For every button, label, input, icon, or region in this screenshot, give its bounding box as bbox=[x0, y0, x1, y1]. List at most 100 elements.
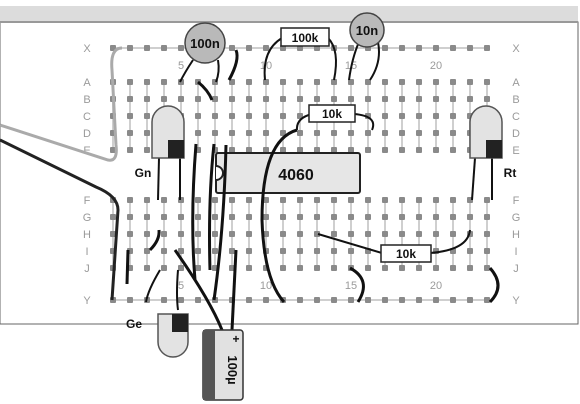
hole bbox=[297, 231, 303, 237]
resistor-100k: 100k bbox=[263, 27, 337, 81]
capacitor-100n: 100n bbox=[179, 22, 226, 83]
electrolytic-plus-sign: + bbox=[232, 332, 239, 346]
hole bbox=[467, 214, 473, 220]
hole bbox=[399, 147, 405, 153]
hole bbox=[399, 113, 405, 119]
hole bbox=[229, 45, 235, 51]
hole bbox=[365, 79, 371, 85]
hole bbox=[416, 197, 422, 203]
hole bbox=[348, 214, 354, 220]
hole bbox=[161, 214, 167, 220]
hole-grid bbox=[110, 45, 490, 303]
jumper-wire bbox=[212, 144, 228, 301]
hole bbox=[433, 214, 439, 220]
hole bbox=[178, 45, 184, 51]
hole bbox=[246, 113, 252, 119]
hole bbox=[229, 197, 235, 203]
led-red-label: Rt bbox=[504, 166, 517, 180]
jumper-wire bbox=[230, 249, 238, 331]
hole bbox=[229, 113, 235, 119]
hole bbox=[399, 197, 405, 203]
resistor-10k-lower-label: 10k bbox=[396, 247, 416, 261]
hole bbox=[467, 265, 473, 271]
hole bbox=[331, 265, 337, 271]
row-label-left: C bbox=[83, 111, 91, 123]
hole bbox=[178, 214, 184, 220]
hole bbox=[195, 130, 201, 136]
hole bbox=[246, 297, 252, 303]
hole bbox=[433, 147, 439, 153]
hole bbox=[144, 231, 150, 237]
hole bbox=[382, 197, 388, 203]
hole bbox=[382, 113, 388, 119]
hole bbox=[178, 297, 184, 303]
hole bbox=[399, 130, 405, 136]
hole bbox=[348, 96, 354, 102]
column-number-top: 10 bbox=[260, 60, 272, 72]
hole bbox=[433, 130, 439, 136]
hole bbox=[297, 79, 303, 85]
hole bbox=[314, 79, 320, 85]
jumper-wire bbox=[349, 266, 365, 303]
hole bbox=[161, 197, 167, 203]
hole bbox=[229, 265, 235, 271]
hole bbox=[280, 197, 286, 203]
hole bbox=[416, 214, 422, 220]
hole bbox=[382, 231, 388, 237]
hole bbox=[450, 214, 456, 220]
jumper-wire bbox=[125, 249, 130, 285]
jumper-wire bbox=[260, 128, 298, 304]
hole bbox=[484, 197, 490, 203]
row-label-right: Y bbox=[512, 295, 520, 307]
hole bbox=[246, 147, 252, 153]
hole bbox=[484, 45, 490, 51]
hole bbox=[416, 96, 422, 102]
led-green: Gn bbox=[135, 105, 185, 201]
hole bbox=[229, 248, 235, 254]
hole bbox=[246, 214, 252, 220]
hole bbox=[433, 113, 439, 119]
hole bbox=[433, 265, 439, 271]
hole bbox=[331, 96, 337, 102]
column-number-top: 20 bbox=[430, 60, 442, 72]
hole bbox=[416, 79, 422, 85]
hole bbox=[263, 197, 269, 203]
hole bbox=[229, 130, 235, 136]
hole bbox=[280, 248, 286, 254]
hole bbox=[263, 231, 269, 237]
hole bbox=[348, 130, 354, 136]
hole bbox=[382, 147, 388, 153]
hole bbox=[246, 130, 252, 136]
hole bbox=[314, 265, 320, 271]
hole bbox=[365, 297, 371, 303]
hole bbox=[416, 130, 422, 136]
hole bbox=[144, 197, 150, 203]
hole bbox=[450, 147, 456, 153]
hole bbox=[195, 113, 201, 119]
hole bbox=[229, 231, 235, 237]
hole bbox=[450, 96, 456, 102]
hole bbox=[416, 231, 422, 237]
hole bbox=[161, 45, 167, 51]
row-label-left: E bbox=[83, 145, 90, 157]
column-number-bottom: 15 bbox=[345, 280, 357, 292]
hole bbox=[127, 231, 133, 237]
hole bbox=[348, 197, 354, 203]
hole bbox=[212, 197, 218, 203]
hole bbox=[161, 96, 167, 102]
hole bbox=[144, 147, 150, 153]
hole bbox=[246, 248, 252, 254]
hole bbox=[195, 248, 201, 254]
hole bbox=[263, 113, 269, 119]
row-label-right: H bbox=[512, 229, 520, 241]
jumper-wire bbox=[488, 267, 500, 304]
hole bbox=[246, 231, 252, 237]
hole bbox=[161, 248, 167, 254]
hole bbox=[484, 214, 490, 220]
ic-label: 4060 bbox=[278, 167, 314, 184]
hole bbox=[365, 197, 371, 203]
hole bbox=[246, 265, 252, 271]
hole bbox=[416, 297, 422, 303]
